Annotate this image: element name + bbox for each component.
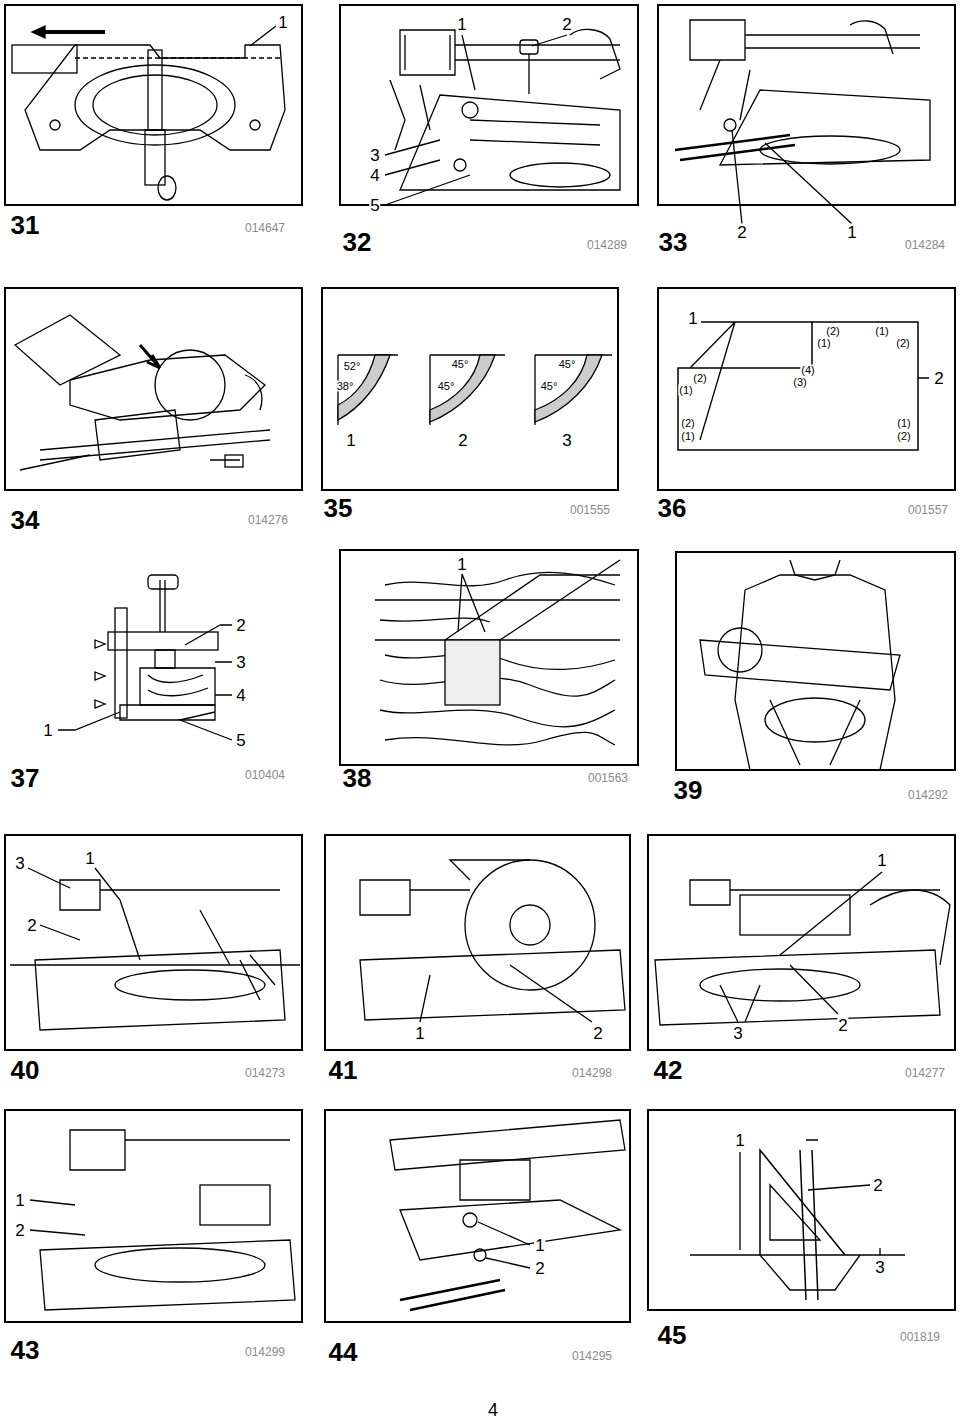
callout-number: (2): [895, 338, 910, 349]
figure-number: 37: [11, 765, 40, 791]
figure-code: 001819: [900, 1331, 940, 1343]
figure-code: 010404: [245, 769, 285, 781]
callout-number: 3: [874, 1259, 885, 1276]
callout-number: 2: [592, 1025, 603, 1042]
callout-number: (1): [678, 385, 693, 396]
callout-number: 1: [42, 722, 53, 739]
figure-code: 014284: [905, 239, 945, 251]
callout-number: (3): [792, 377, 807, 388]
figure-code: 014289: [587, 239, 627, 251]
figure-number: 42: [654, 1057, 683, 1083]
figure-code: 014292: [908, 789, 948, 801]
callout-number: 1: [456, 16, 467, 33]
callout-number: 1: [277, 14, 288, 31]
callout-number: 1: [534, 1237, 545, 1254]
figure-code: 001555: [570, 504, 610, 516]
figure-number: 34: [11, 507, 40, 533]
figure-number: 44: [329, 1339, 358, 1365]
callout-number: 1: [687, 310, 698, 327]
callout-number: (2): [896, 431, 911, 442]
figure-code: 014276: [248, 514, 288, 526]
callout-number: 38°: [336, 381, 355, 392]
callout-number: (2): [825, 326, 840, 337]
callout-number: 1: [414, 1025, 425, 1042]
figure-number: 43: [11, 1337, 40, 1363]
callout-number: 1: [14, 1192, 25, 1209]
callout-number: 2: [872, 1177, 883, 1194]
callout-number: 2: [561, 16, 572, 33]
callout-number: (2): [692, 373, 707, 384]
figure-code: 014299: [245, 1346, 285, 1358]
figure-number: 45: [658, 1322, 687, 1348]
callout-number: 2: [26, 917, 37, 934]
figure-code: 014647: [245, 222, 285, 234]
callout-number: 4: [369, 167, 380, 184]
callout-number: 45°: [451, 359, 470, 370]
callout-number: 2: [235, 617, 246, 634]
callout-number: 2: [534, 1260, 545, 1277]
callout-number: 1: [876, 852, 887, 869]
figure-number: 36: [658, 495, 687, 521]
figure-code: 014277: [905, 1067, 945, 1079]
callout-number: 5: [235, 732, 246, 749]
figure-number: 40: [11, 1057, 40, 1083]
callout-number: 1: [734, 1132, 745, 1149]
callout-number: 45°: [558, 359, 577, 370]
figure-number: 33: [659, 229, 688, 255]
figure-number: 35: [324, 495, 353, 521]
callout-number: (1): [874, 326, 889, 337]
callout-number: (1): [896, 418, 911, 429]
callout-number: 2: [933, 370, 944, 387]
figure-number: 32: [343, 229, 372, 255]
callout-number: 3: [235, 654, 246, 671]
callout-number: (1): [680, 431, 695, 442]
callout-number: (2): [680, 418, 695, 429]
figure-number: 41: [329, 1057, 358, 1083]
figure-code: 014295: [572, 1350, 612, 1362]
callout-number: 4: [235, 687, 246, 704]
figure-code: 001563: [588, 772, 628, 784]
callout-number: 2: [837, 1017, 848, 1034]
callout-number: (1): [816, 338, 831, 349]
figure-code: 001557: [908, 504, 948, 516]
figure-code: 014298: [572, 1067, 612, 1079]
callout-number: 1: [846, 224, 857, 241]
callout-number: 45°: [437, 381, 456, 392]
callout-number: 2: [736, 224, 747, 241]
callout-number: 2: [457, 432, 468, 449]
figure-number: 39: [674, 777, 703, 803]
callout-number: 5: [369, 197, 380, 214]
callout-number: 3: [561, 432, 572, 449]
callout-number: 3: [732, 1025, 743, 1042]
callout-number: 3: [14, 855, 25, 872]
callout-number: 45°: [540, 381, 559, 392]
callout-number: (4): [800, 365, 815, 376]
callout-number: 52°: [343, 361, 362, 372]
figure-number: 38: [343, 765, 372, 791]
page-number: 4: [488, 1401, 498, 1419]
callout-number: 1: [84, 850, 95, 867]
callout-number: 1: [456, 556, 467, 573]
callout-number: 1: [345, 432, 356, 449]
callout-number: 3: [369, 147, 380, 164]
figure-number: 31: [11, 212, 40, 238]
figure-code: 014273: [245, 1067, 285, 1079]
callout-number: 2: [14, 1222, 25, 1239]
